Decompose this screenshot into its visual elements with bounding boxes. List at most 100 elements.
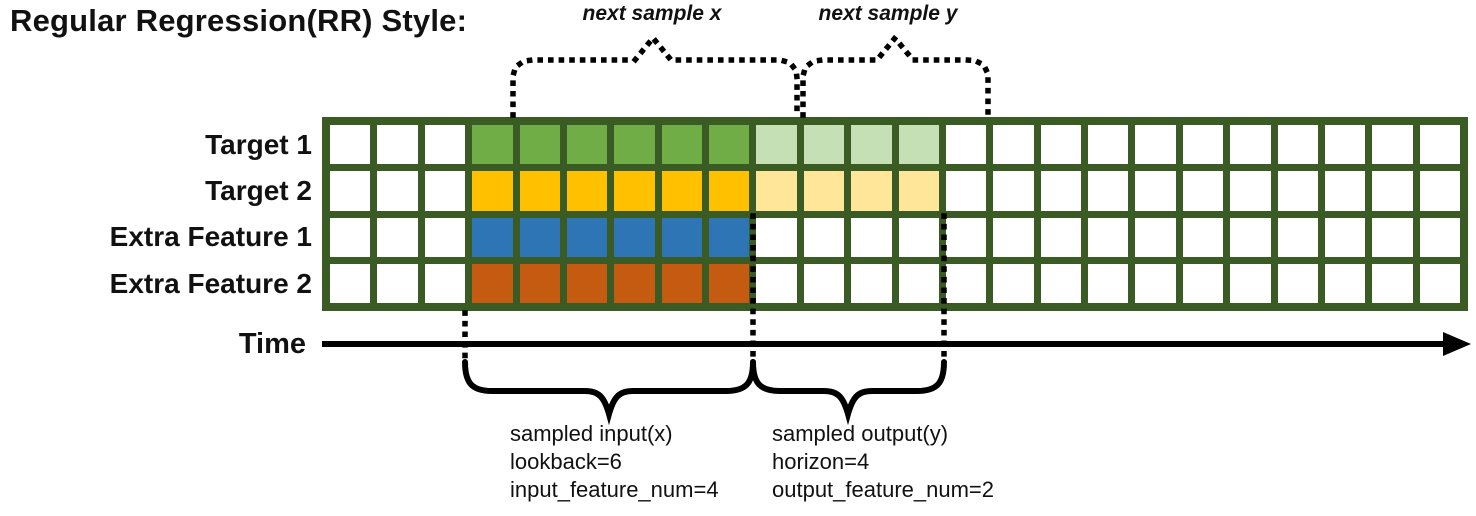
grid-cell-target-1: [993, 125, 1034, 165]
grid-cell-target-2: [661, 171, 702, 211]
grid-cell-target-2: [803, 171, 845, 211]
grid-cell-target-2: [1088, 171, 1129, 211]
sampled-output-caption: sampled output(y) horizon=4 output_featu…: [772, 420, 994, 504]
grid-cell-extra-feature-1: [709, 217, 750, 257]
row-label-extra-feature-1: Extra Feature 1: [109, 221, 312, 252]
grid-cell-extra-feature-2: [1135, 263, 1176, 303]
grid-cell-target-1: [1324, 125, 1366, 165]
output-feature-num-value: output_feature_num=2: [772, 477, 995, 502]
grid-cell-target-1: [945, 125, 987, 165]
grid-cell-target-1: [377, 125, 418, 165]
grid-cell-extra-feature-1: [1277, 217, 1318, 257]
next-sample-y-label: next sample y: [818, 2, 958, 25]
grid-cell-target-2: [1230, 171, 1271, 211]
grid-cell-extra-feature-2: [614, 263, 655, 303]
grid-cell-extra-feature-2: [1182, 263, 1224, 303]
grid-cell-extra-feature-1: [614, 217, 655, 257]
grid-cell-extra-feature-2: [803, 263, 845, 303]
grid-cell-target-1: [566, 125, 608, 165]
grid-cell-target-1: [519, 125, 560, 165]
grid-cell-target-2: [709, 171, 750, 211]
grid-cell-extra-feature-1: [377, 217, 418, 257]
grid-cell-extra-feature-2: [1088, 263, 1129, 303]
grid-cell-extra-feature-2: [851, 263, 892, 303]
grid-cell-extra-feature-1: [945, 217, 987, 257]
next-sample-y-brace: [800, 33, 991, 118]
grid-cell-target-2: [945, 171, 987, 211]
sampled-output-title: sampled output(y): [772, 421, 949, 446]
time-grid: [322, 117, 1468, 311]
grid-cell-extra-feature-1: [1040, 217, 1081, 257]
diagram-title: Regular Regression(RR) Style:: [10, 3, 468, 38]
grid-cell-target-1: [1182, 125, 1224, 165]
grid-cell-target-1: [803, 125, 845, 165]
grid-cell-target-2: [519, 171, 560, 211]
grid-cell-target-1: [1230, 125, 1271, 165]
grid-cell-target-2: [1040, 171, 1081, 211]
grid-cell-extra-feature-1: [330, 217, 371, 257]
grid-cell-extra-feature-2: [377, 263, 418, 303]
sampled-input-caption: sampled input(x) lookback=6 input_featur…: [510, 420, 719, 504]
grid-cell-target-2: [851, 171, 892, 211]
next-sample-x-brace: [510, 33, 800, 118]
grid-cell-extra-feature-1: [1135, 217, 1176, 257]
grid-cell-extra-feature-1: [472, 217, 513, 257]
grid-cell-extra-feature-2: [1230, 263, 1271, 303]
grid-cell-target-2: [898, 171, 939, 211]
grid-cell-extra-feature-1: [993, 217, 1034, 257]
grid-cell-extra-feature-2: [519, 263, 560, 303]
grid-cell-extra-feature-1: [566, 217, 608, 257]
grid-cell-target-1: [1040, 125, 1081, 165]
grid-cell-extra-feature-1: [898, 217, 939, 257]
grid-cell-target-2: [614, 171, 655, 211]
grid-cell-target-2: [1135, 171, 1176, 211]
grid-cell-target-2: [993, 171, 1034, 211]
grid-cell-extra-feature-1: [756, 217, 797, 257]
grid-cell-extra-feature-1: [803, 217, 845, 257]
grid-cell-target-1: [330, 125, 371, 165]
grid-cell-target-2: [472, 171, 513, 211]
grid-cell-extra-feature-2: [1372, 263, 1413, 303]
grid-cell-target-1: [709, 125, 750, 165]
grid-cell-target-2: [377, 171, 418, 211]
horizon-value: horizon=4: [772, 449, 870, 474]
grid-cell-target-2: [1372, 171, 1413, 211]
grid-cell-extra-feature-2: [1040, 263, 1081, 303]
grid-cell-extra-feature-1: [661, 217, 702, 257]
grid-cell-target-1: [1372, 125, 1413, 165]
grid-cell-extra-feature-1: [519, 217, 560, 257]
grid-cell-target-2: [566, 171, 608, 211]
grid-cell-target-1: [898, 125, 939, 165]
grid-cell-extra-feature-2: [1277, 263, 1318, 303]
grid-cell-extra-feature-2: [472, 263, 513, 303]
grid-cell-extra-feature-2: [993, 263, 1034, 303]
grid-cell-target-1: [851, 125, 892, 165]
time-arrow-head: [1443, 332, 1471, 356]
grid-cell-extra-feature-1: [1088, 217, 1129, 257]
grid-cell-target-1: [1419, 125, 1460, 165]
grid-cell-extra-feature-2: [898, 263, 939, 303]
grid-cell-extra-feature-2: [1419, 263, 1460, 303]
grid-cell-target-1: [424, 125, 466, 165]
grid-cell-extra-feature-1: [1182, 217, 1224, 257]
grid-cell-extra-feature-1: [1324, 217, 1366, 257]
grid-cell-extra-feature-1: [1230, 217, 1271, 257]
grid-cell-target-1: [614, 125, 655, 165]
grid-cell-extra-feature-1: [1372, 217, 1413, 257]
sampled-input-brace: [462, 359, 756, 426]
next-sample-x-label: next sample x: [582, 2, 722, 25]
sampled-input-title: sampled input(x): [510, 421, 673, 446]
grid-cell-target-2: [424, 171, 466, 211]
grid-cell-extra-feature-1: [424, 217, 466, 257]
row-label-extra-feature-2: Extra Feature 2: [109, 268, 312, 299]
grid-cell-extra-feature-2: [424, 263, 466, 303]
time-axis-label: Time: [238, 328, 306, 360]
grid-cell-extra-feature-1: [1419, 217, 1460, 257]
grid-cell-extra-feature-2: [661, 263, 702, 303]
row-label-target-1: Target 1: [205, 129, 312, 160]
grid-cell-extra-feature-1: [851, 217, 892, 257]
grid-cell-target-2: [330, 171, 371, 211]
sampled-output-brace: [750, 359, 947, 426]
grid-cell-target-2: [1419, 171, 1460, 211]
